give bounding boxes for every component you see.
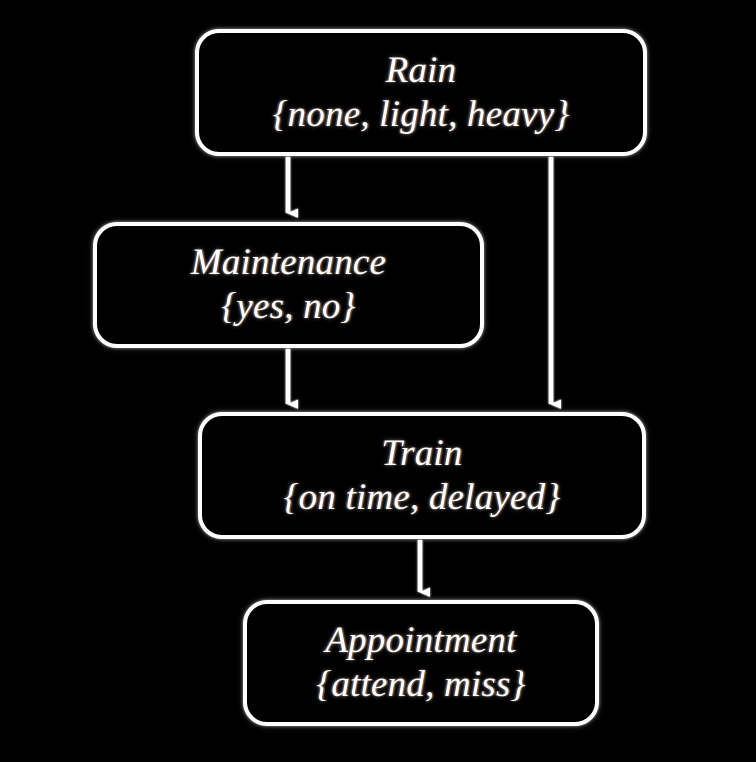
node-train-label: Train: [381, 432, 463, 474]
node-rain-label: Rain: [385, 49, 457, 91]
node-rain-states: {none, light, heavy}: [272, 93, 570, 135]
node-train-states: {on time, delayed}: [283, 476, 561, 518]
node-appointment[interactable]: Appointment {attend, miss}: [243, 600, 599, 726]
node-maintenance-states: {yes, no}: [221, 286, 356, 327]
node-rain[interactable]: Rain {none, light, heavy}: [195, 29, 647, 156]
node-appointment-states: {attend, miss}: [316, 664, 526, 705]
node-maintenance[interactable]: Maintenance {yes, no}: [93, 222, 484, 348]
node-train[interactable]: Train {on time, delayed}: [198, 412, 646, 539]
node-maintenance-label: Maintenance: [190, 242, 387, 284]
node-appointment-label: Appointment: [325, 620, 517, 662]
